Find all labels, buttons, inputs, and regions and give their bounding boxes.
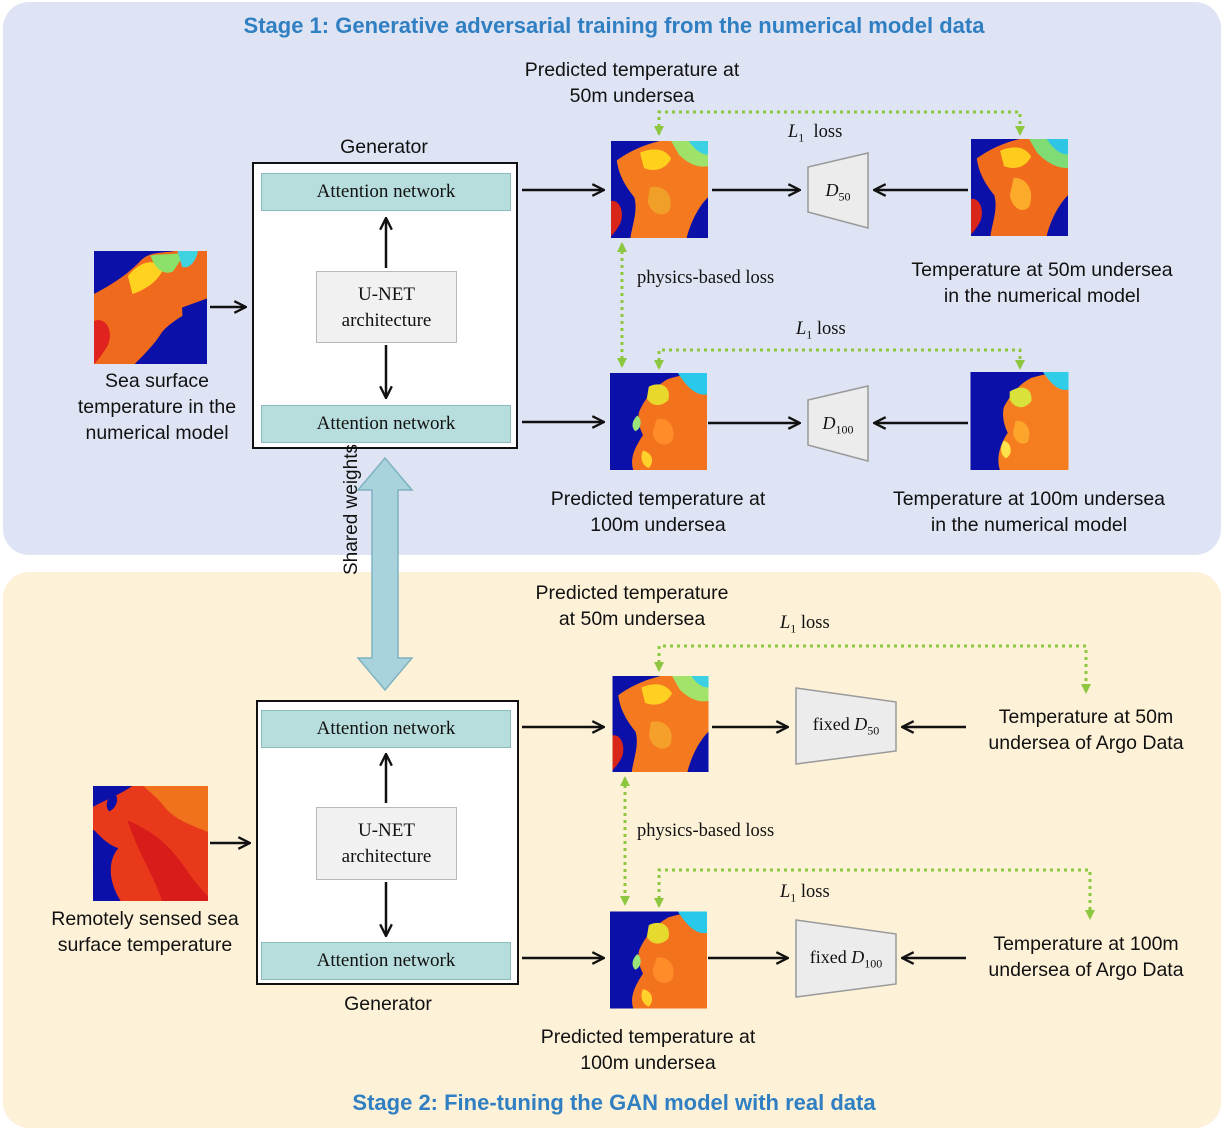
stage1-pred50-line1: Predicted temperature at — [524, 59, 740, 81]
stage1-d50-symbol: D — [825, 180, 839, 200]
stage2-argo50-line2: undersea of Argo Data — [988, 732, 1184, 754]
stage2-title: Stage 2: Fine-tuning the GAN model with … — [352, 1090, 876, 1115]
stage1-predicted-50m-image — [611, 141, 708, 238]
stage1-target100-line1: Temperature at 100m undersea — [892, 488, 1166, 510]
stage2-pred50-label: Predicted temperature at 50m undersea — [482, 580, 782, 632]
stage2-l1-100-word: loss — [800, 882, 830, 902]
stage2-pred100-line2: 100m undersea — [580, 1052, 716, 1074]
stage1-l1-50-subscript: 1 — [798, 130, 805, 145]
stage2-argo100-label: Temperature at 100m undersea of Argo Dat… — [955, 931, 1217, 983]
stage2-d100-symbol: D — [851, 947, 865, 967]
shared-weights-arrow — [356, 456, 414, 692]
stage1-input-label: Sea surface temperature in the numerical… — [32, 368, 282, 446]
stage1-pred50-label: Predicted temperature at 50m undersea — [472, 57, 792, 109]
stage1-l1-100-subscript: 1 — [806, 327, 813, 342]
stage1-l1-50-word: loss — [813, 122, 843, 142]
stage2-pred50-line2: at 50m undersea — [558, 608, 706, 630]
stage1-discriminator-50-shape — [807, 152, 869, 229]
stage2-pred100-label: Predicted temperature at 100m undersea — [493, 1024, 803, 1076]
stage2-discriminator-50-label: fixed D50 — [798, 714, 894, 739]
stage1-pred50-line2: 50m undersea — [569, 85, 695, 107]
stage1-l1-loss-100-label: L1 loss — [796, 319, 846, 343]
stage1-l1-50-symbol: L — [788, 122, 799, 142]
stage2-input-line1: Remotely sensed sea — [51, 908, 239, 930]
stage2-argo100-line2: undersea of Argo Data — [988, 959, 1184, 981]
stage1-d100-symbol: D — [822, 413, 836, 433]
stage1-unet-box: U-NET architecture — [316, 271, 457, 343]
stage2-l1-100-subscript: 1 — [790, 890, 797, 905]
stage1-pred100-line2: 100m undersea — [590, 514, 726, 536]
stage2-l1-loss-50-connector — [654, 644, 1091, 694]
stage1-d50-subscript: 50 — [838, 189, 851, 204]
stage1-attention-network-top: Attention network — [261, 173, 511, 211]
stage1-target50-line2: in the numerical model — [943, 285, 1141, 307]
stage2-pred50-line1: Predicted temperature — [535, 582, 729, 604]
stage1-title: Stage 1: Generative adversarial training… — [243, 13, 985, 38]
stage2-l1-loss-50-label: L1 loss — [780, 613, 830, 637]
stage1-unet-line1: U-NET — [358, 284, 415, 305]
stage1-l1-100-symbol: L — [796, 319, 807, 339]
stage2-argo50-line1: Temperature at 50m — [998, 706, 1174, 728]
stage1-attention-network-bottom: Attention network — [261, 405, 511, 443]
stage1-input-line3: numerical model — [85, 422, 229, 444]
stage1-discriminator-50-label: D50 — [808, 180, 868, 205]
stage2-unet-line2: architecture — [341, 846, 432, 867]
stage1-target100-label: Temperature at 100m undersea in the nume… — [854, 486, 1204, 538]
stage1-input-sst-image — [94, 251, 207, 364]
stage2-input-remote-sst-image — [93, 786, 208, 901]
stage1-input-line2: temperature in the — [77, 396, 237, 418]
stage2-l1-loss-100-connector — [654, 868, 1095, 920]
stage2-l1-loss-100-label: L1 loss — [780, 882, 830, 906]
stage1-d100-subscript: 100 — [835, 422, 854, 437]
stage2-attention-network-top: Attention network — [261, 710, 511, 748]
stage1-discriminator-100-label: D100 — [808, 413, 868, 438]
stage1-l1-100-word: loss — [816, 319, 846, 339]
stage1-target-50m-image — [971, 139, 1068, 236]
stage1-l1-loss-100-connector — [654, 348, 1025, 370]
stage2-l1-50-symbol: L — [780, 613, 791, 633]
stage2-d50-fixed-word: fixed — [812, 714, 850, 734]
stage2-discriminator-100-label: fixed D100 — [798, 947, 894, 972]
stage1-l1-loss-50-label: L1 loss — [788, 122, 842, 146]
stage1-pred100-label: Predicted temperature at 100m undersea — [498, 486, 818, 538]
stage2-unet-line1: U-NET — [358, 820, 415, 841]
stage1-unet-line2: architecture — [341, 310, 432, 331]
stage2-argo50-label: Temperature at 50m undersea of Argo Data — [955, 704, 1217, 756]
stage2-d50-subscript: 50 — [867, 723, 880, 738]
stage1-generator-label: Generator — [340, 136, 428, 158]
shared-weights-label: Shared weights — [341, 444, 362, 575]
stage2-input-line2: surface temperature — [57, 934, 233, 956]
stage2-argo100-line1: Temperature at 100m — [993, 933, 1179, 955]
stage2-attention-network-bottom: Attention network — [261, 942, 511, 980]
stage1-target50-label: Temperature at 50m undersea in the numer… — [872, 257, 1212, 309]
stage1-target100-line2: in the numerical model — [930, 514, 1128, 536]
stage2-unet-box: U-NET architecture — [316, 807, 457, 880]
stage1-discriminator-100-shape — [807, 385, 869, 462]
stage2-d50-symbol: D — [854, 714, 868, 734]
stage2-d100-fixed-word: fixed — [809, 947, 847, 967]
stage1-predicted-100m-image — [610, 373, 707, 470]
stage1-target50-line1: Temperature at 50m undersea — [911, 259, 1173, 281]
stage2-input-label: Remotely sensed sea surface temperature — [20, 906, 270, 958]
stage1-target-100m-image — [970, 372, 1069, 470]
stage2-predicted-100m-image — [610, 911, 707, 1009]
stage1-input-line1: Sea surface — [104, 370, 210, 392]
stage2-discriminator-50-shape — [795, 687, 897, 765]
stage2-l1-50-word: loss — [800, 613, 830, 633]
stage2-discriminator-100-shape — [795, 919, 897, 998]
stage2-d100-subscript: 100 — [864, 956, 883, 971]
stage2-generator-label: Generator — [344, 993, 432, 1015]
stage1-l1-loss-50-connector — [654, 110, 1025, 136]
stage2-physics-loss-label: physics-based loss — [637, 821, 775, 841]
stage1-pred100-line1: Predicted temperature at — [550, 488, 766, 510]
stage2-l1-50-subscript: 1 — [790, 621, 797, 636]
stage1-physics-loss-label: physics-based loss — [637, 268, 775, 288]
stage2-pred100-line1: Predicted temperature at — [540, 1026, 756, 1048]
stage2-l1-100-symbol: L — [780, 882, 791, 902]
